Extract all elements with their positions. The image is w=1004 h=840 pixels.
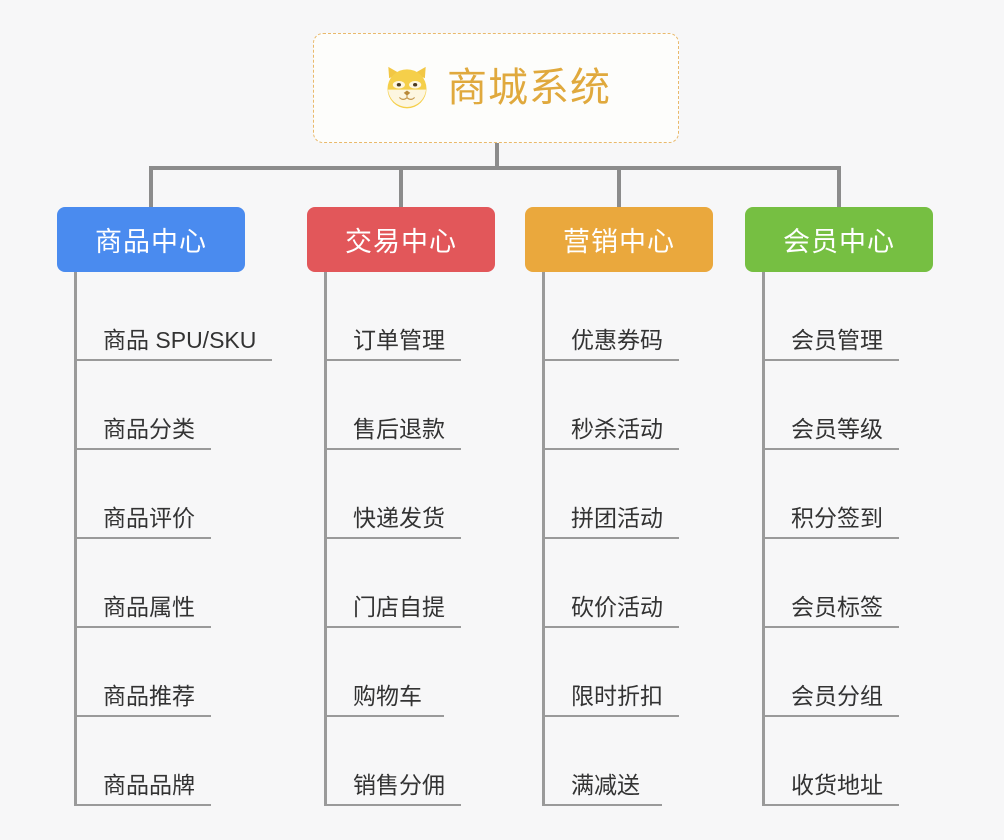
leaf-label: 会员等级	[791, 415, 883, 442]
leaf-item[interactable]: 会员分组	[762, 628, 899, 717]
leaf-item[interactable]: 积分签到	[762, 450, 899, 539]
leaf-item[interactable]: 优惠券码	[542, 272, 679, 361]
branch-column-member: 会员中心 会员管理 会员等级 积分签到 会员标签 会员分组 收货地址	[745, 207, 933, 806]
leaf-item[interactable]: 满减送	[542, 717, 662, 806]
leaf-item[interactable]: 限时折扣	[542, 628, 679, 717]
leaf-label: 商品评价	[103, 504, 195, 531]
leaf-label: 商品分类	[103, 415, 195, 442]
leaf-label: 销售分佣	[353, 771, 445, 798]
leaf-spine	[74, 272, 77, 806]
leaf-label: 限时折扣	[571, 682, 663, 709]
connector-root-stem	[495, 143, 499, 169]
category-header-member[interactable]: 会员中心	[745, 207, 933, 272]
leaf-label: 商品推荐	[103, 682, 195, 709]
leaf-spine	[324, 272, 327, 806]
leaf-item[interactable]: 商品评价	[74, 450, 211, 539]
leaf-label: 秒杀活动	[571, 415, 663, 442]
leaf-label: 满减送	[571, 771, 640, 798]
leaf-spine	[542, 272, 545, 806]
branch-column-product: 商品中心 商品 SPU/SKU 商品分类 商品评价 商品属性 商品推荐 商品品牌	[57, 207, 273, 806]
leaf-label: 积分签到	[791, 504, 883, 531]
leaf-label: 会员管理	[791, 326, 883, 353]
leaf-item[interactable]: 商品品牌	[74, 717, 211, 806]
category-header-label: 会员中心	[783, 227, 895, 257]
branch-column-marketing: 营销中心 优惠券码 秒杀活动 拼团活动 砍价活动 限时折扣 满减送	[525, 207, 713, 806]
leaf-item[interactable]: 商品分类	[74, 361, 211, 450]
connector-drop-column-2	[399, 166, 403, 207]
leaf-item[interactable]: 秒杀活动	[542, 361, 679, 450]
leaf-label: 拼团活动	[571, 504, 663, 531]
leaf-label: 商品属性	[103, 593, 195, 620]
leaf-label: 购物车	[353, 682, 422, 709]
leaf-item[interactable]: 会员管理	[762, 272, 899, 361]
category-header-label: 营销中心	[563, 227, 675, 257]
branch-column-trade: 交易中心 订单管理 售后退款 快递发货 门店自提 购物车 销售分佣	[307, 207, 495, 806]
leaf-list-marketing: 优惠券码 秒杀活动 拼团活动 砍价活动 限时折扣 满减送	[525, 272, 713, 806]
leaf-label: 收货地址	[791, 771, 883, 798]
leaf-label: 售后退款	[353, 415, 445, 442]
leaf-label: 商品品牌	[103, 771, 195, 798]
leaf-list-trade: 订单管理 售后退款 快递发货 门店自提 购物车 销售分佣	[307, 272, 495, 806]
connector-drop-column-1	[149, 166, 153, 207]
leaf-label: 砍价活动	[571, 593, 663, 620]
category-header-label: 交易中心	[345, 227, 457, 257]
leaf-item[interactable]: 收货地址	[762, 717, 899, 806]
root-title: 商城系统	[447, 66, 611, 110]
leaf-item[interactable]: 销售分佣	[324, 717, 461, 806]
leaf-item[interactable]: 商品推荐	[74, 628, 211, 717]
leaf-item[interactable]: 商品 SPU/SKU	[74, 272, 273, 361]
leaf-item[interactable]: 快递发货	[324, 450, 461, 539]
category-header-product[interactable]: 商品中心	[57, 207, 245, 272]
leaf-label: 快递发货	[353, 504, 445, 531]
leaf-spine	[762, 272, 765, 806]
leaf-item[interactable]: 会员等级	[762, 361, 899, 450]
leaf-item[interactable]: 砍价活动	[542, 539, 679, 628]
leaf-item[interactable]: 商品属性	[74, 539, 211, 628]
leaf-label: 会员标签	[791, 593, 883, 620]
category-header-marketing[interactable]: 营销中心	[525, 207, 713, 272]
leaf-item[interactable]: 购物车	[324, 628, 444, 717]
leaf-list-member: 会员管理 会员等级 积分签到 会员标签 会员分组 收货地址	[745, 272, 933, 806]
connector-drop-column-3	[617, 166, 621, 207]
leaf-item[interactable]: 售后退款	[324, 361, 461, 450]
category-header-label: 商品中心	[95, 227, 207, 257]
category-header-trade[interactable]: 交易中心	[307, 207, 495, 272]
shiba-dog-face-icon	[381, 62, 433, 114]
leaf-item[interactable]: 订单管理	[324, 272, 461, 361]
leaf-item[interactable]: 门店自提	[324, 539, 461, 628]
connector-horizontal-bus	[149, 166, 841, 170]
leaf-label: 会员分组	[791, 682, 883, 709]
leaf-item[interactable]: 拼团活动	[542, 450, 679, 539]
leaf-label: 商品 SPU/SKU	[103, 326, 257, 353]
leaf-label: 订单管理	[353, 326, 445, 353]
leaf-list-product: 商品 SPU/SKU 商品分类 商品评价 商品属性 商品推荐 商品品牌	[57, 272, 273, 806]
root-node[interactable]: 商城系统	[313, 33, 679, 143]
leaf-label: 门店自提	[353, 593, 445, 620]
leaf-item[interactable]: 会员标签	[762, 539, 899, 628]
leaf-label: 优惠券码	[571, 326, 663, 353]
connector-drop-column-4	[837, 166, 841, 207]
